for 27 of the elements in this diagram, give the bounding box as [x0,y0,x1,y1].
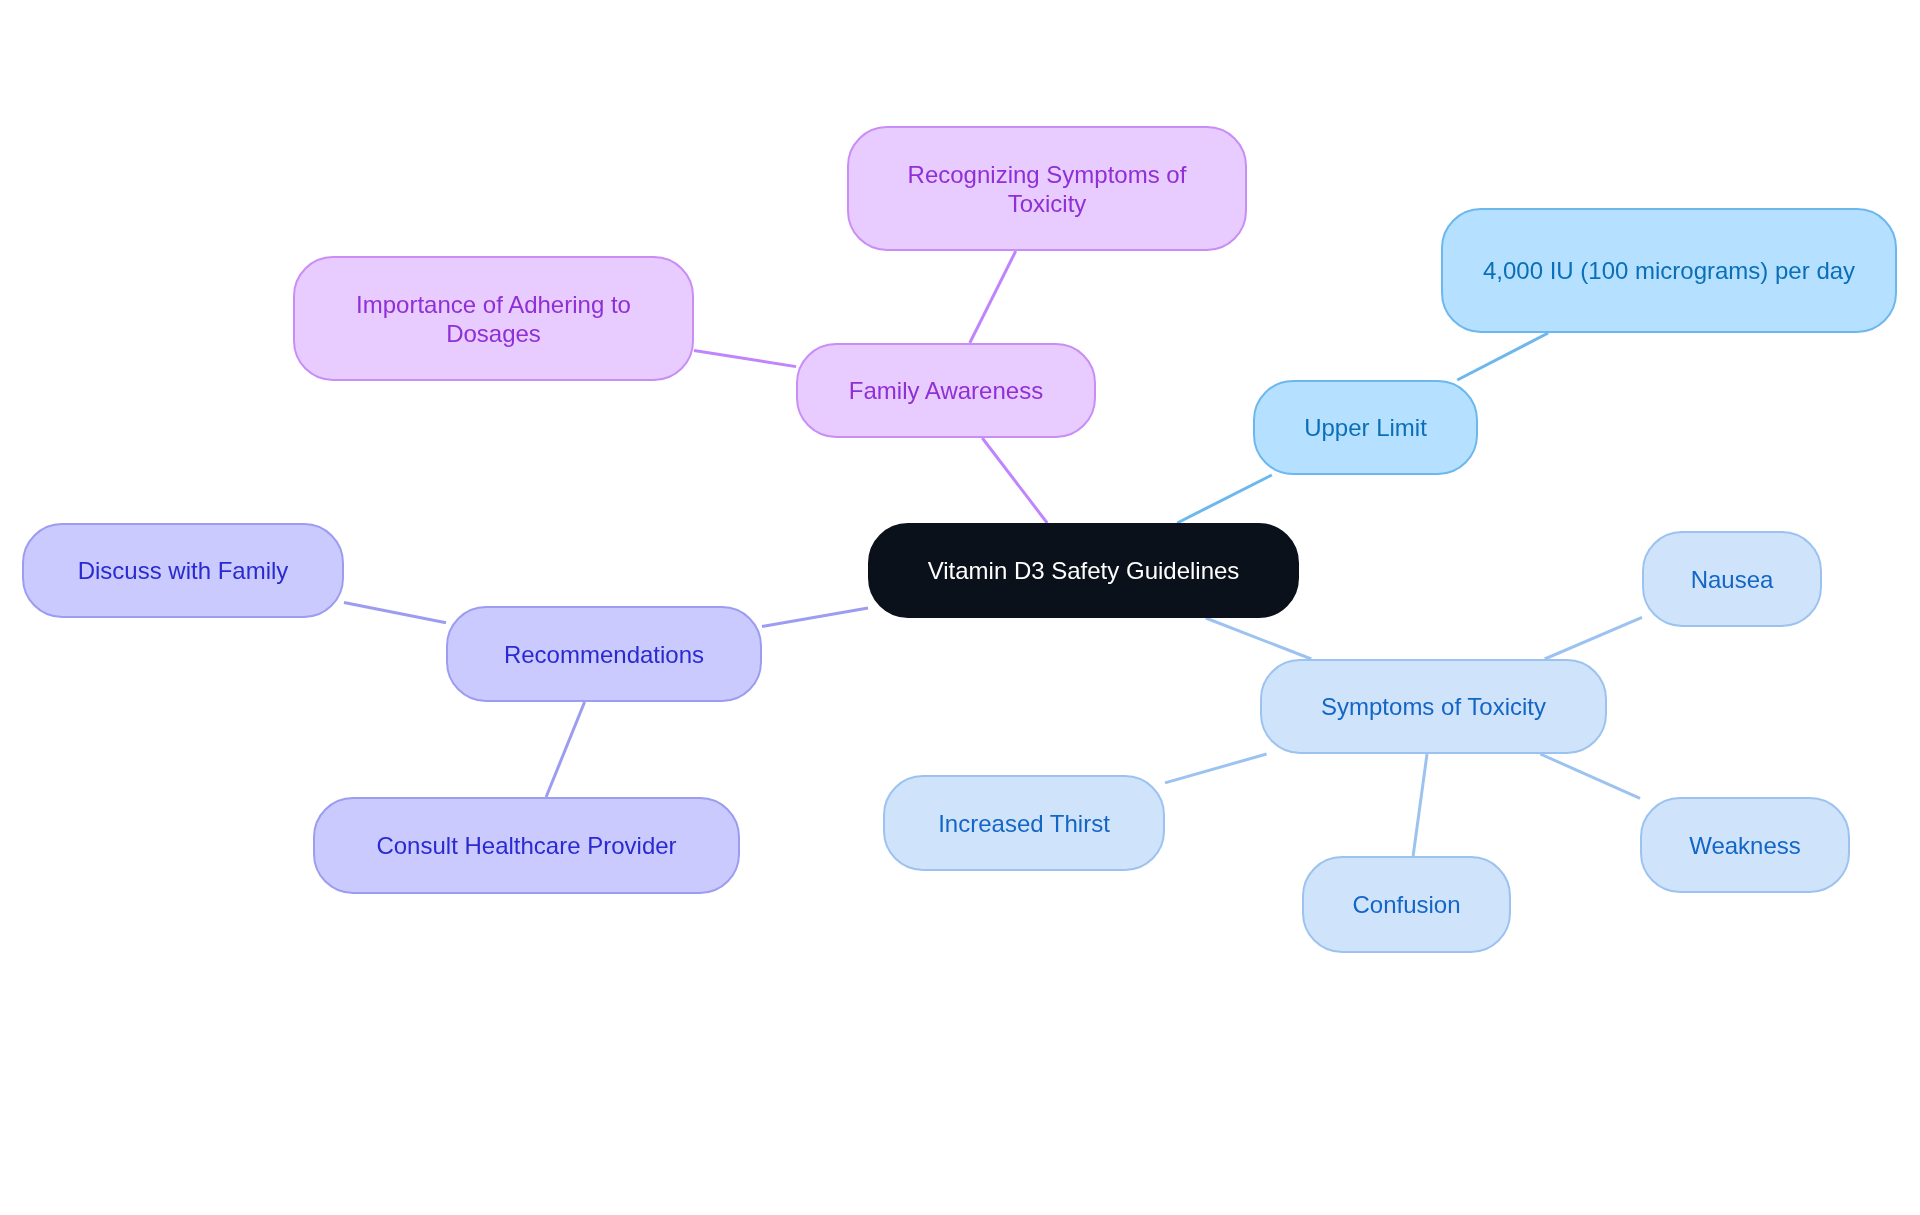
topic-box: Family Awareness [796,343,1096,438]
topic-box: Recommendations [446,606,762,702]
connector-line [1164,752,1267,785]
topic-box: Nausea [1642,531,1822,627]
connector-line [1205,616,1312,661]
topic-box: Symptoms of Toxicity [1260,659,1607,754]
connector-line [761,606,869,628]
topic-box: Consult Healthcare Provider [313,797,740,894]
topic-box: Upper Limit [1253,380,1478,475]
connector-line [1544,616,1643,661]
connector-line [1456,331,1549,382]
connector-line [1411,753,1429,857]
connector-line [343,600,447,625]
topic-box: Confusion [1302,856,1511,953]
topic-box: Discuss with Family [22,523,344,618]
connector-line [968,250,1018,344]
topic-box: 4,000 IU (100 micrograms) per day [1441,208,1897,333]
topic-box: Importance of Adhering to Dosages [293,256,694,381]
central-topic-box: Vitamin D3 Safety Guidelines [868,523,1299,618]
connector-line [1176,473,1273,525]
connector-line [693,348,797,369]
topic-box: Increased Thirst [883,775,1165,871]
connector-line [1539,752,1641,800]
connector-line [981,437,1049,524]
topic-box: Recognizing Symptoms of Toxicity [847,126,1247,251]
topic-box: Weakness [1640,797,1850,893]
connector-line [544,701,586,798]
